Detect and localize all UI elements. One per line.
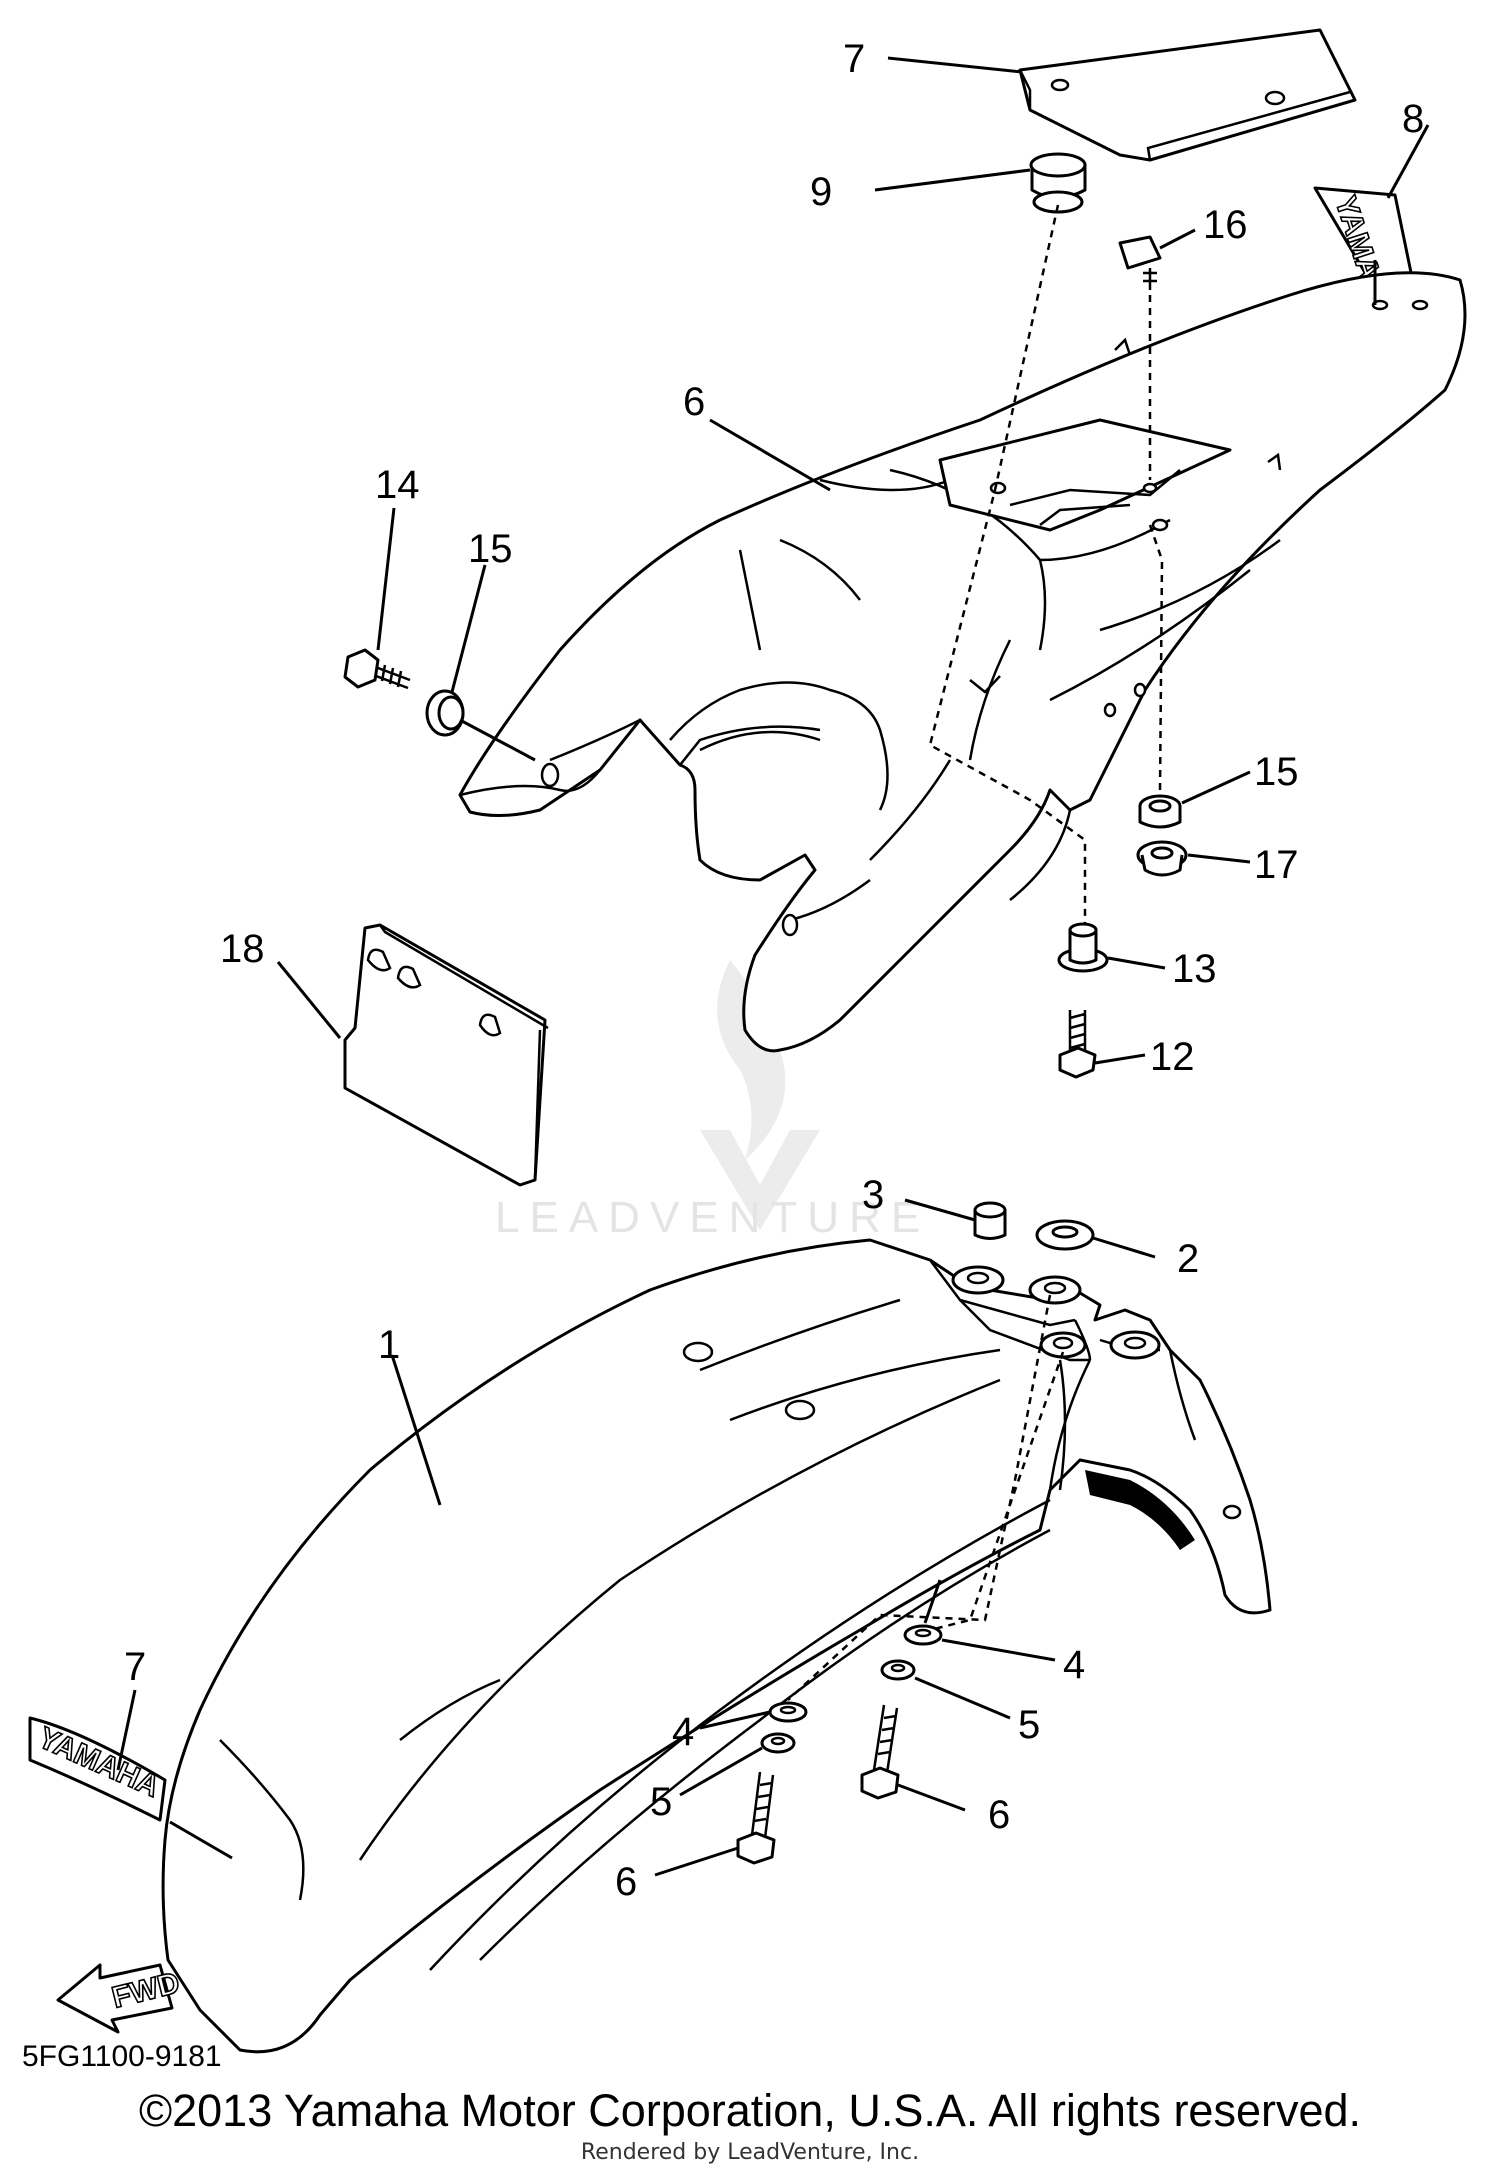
part-6-bolt-left: [736, 1771, 776, 1865]
callout-9: 7: [843, 37, 865, 81]
part-18-plate: [343, 923, 549, 1187]
part-13-collar: [1057, 922, 1109, 973]
callout-5a: 5: [650, 1780, 672, 1824]
callout-4b: 4: [1063, 1643, 1085, 1687]
part-12-bolt: [1058, 1010, 1097, 1079]
callout-labels: 7 8 9 16 6 14 15 15 17 13 12 18 3 2 1 4 …: [124, 37, 1424, 1904]
part-4-washer-left: [768, 1701, 808, 1723]
callout-10: 8: [1402, 97, 1424, 141]
part-15-washer-left: [425, 689, 465, 737]
callout-16: 16: [1203, 203, 1248, 247]
callout-17: 17: [1254, 843, 1299, 887]
part-6-bolt-right: [860, 1704, 900, 1800]
assembly-dashed-lines: [787, 204, 1164, 1701]
callout-13: 13: [1172, 947, 1217, 991]
part-4-washer-right: [903, 1624, 943, 1646]
part-2-washer: [1035, 1219, 1095, 1251]
callout-5b: 5: [1018, 1703, 1040, 1747]
part-15-nut-right: [1138, 794, 1182, 829]
callout-6b: 6: [988, 1793, 1010, 1837]
part-1-front-fender: [161, 1238, 1272, 2054]
callout-15b: 15: [1254, 750, 1299, 794]
part-3-collar: [973, 1201, 1007, 1240]
callout-8: 6: [683, 380, 705, 424]
part-5-lockwasher-right: [880, 1659, 916, 1681]
part-17-flange-nut: [1136, 840, 1188, 877]
part-9-plate: [1018, 28, 1357, 162]
callout-2: 2: [1177, 1237, 1199, 1281]
callout-1: 1: [378, 1323, 400, 1367]
diagram-code: 5FG1100-9181: [22, 2040, 222, 2073]
callout-15a: 15: [468, 527, 513, 571]
callout-4a: 4: [672, 1710, 694, 1754]
callout-11: 9: [810, 170, 832, 214]
part-8-rear-fender: [458, 271, 1467, 1053]
rendered-by-text: Rendered by LeadVenture, Inc.: [580, 2140, 920, 2165]
watermark-text: LEADVENTURE: [495, 1193, 930, 1242]
part-7-front-decal: YAMAHA: [28, 1716, 167, 1822]
part-11-grommet: [1029, 152, 1087, 214]
callout-14: 14: [375, 463, 420, 507]
callout-3: 3: [862, 1173, 884, 1217]
fwd-arrow-icon: FWD: [56, 1963, 184, 2034]
callout-7: 7: [124, 1645, 146, 1689]
callout-18: 18: [220, 927, 265, 971]
copyright-notice: ©2013 Yamaha Motor Corporation, U.S.A. A…: [138, 2085, 1362, 2136]
part-16-clip: [1118, 235, 1162, 290]
leadventure-watermark: LEADVENTURE: [495, 960, 930, 1242]
part-14-bolt: [343, 648, 411, 690]
callout-6a: 6: [615, 1860, 637, 1904]
leader-lines: [116, 56, 1430, 1877]
part-5-lockwasher-left: [760, 1732, 796, 1754]
callout-12: 12: [1150, 1035, 1195, 1079]
